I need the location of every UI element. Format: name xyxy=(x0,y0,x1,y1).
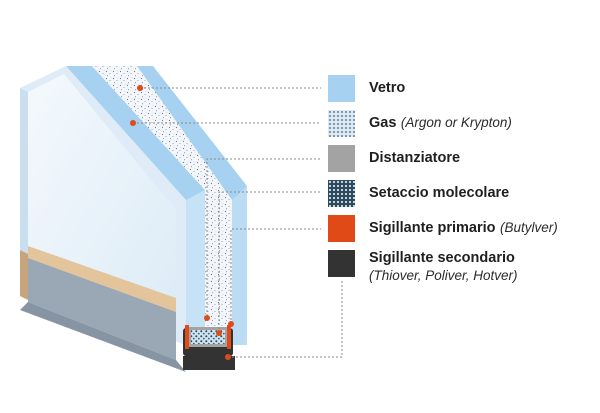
gas-swatch xyxy=(328,110,355,137)
secondario-swatch xyxy=(328,250,355,277)
legend-label-secondario: Sigillante secondario xyxy=(369,250,515,266)
legend-item-vetro: Vetro xyxy=(328,75,405,102)
spacer-assembly xyxy=(183,325,235,370)
setaccio-swatch xyxy=(328,180,355,207)
legend-note-secondario: (Thiover, Poliver, Hotver) xyxy=(369,268,518,283)
legend-item-secondario: Sigillante secondario (Thiover, Poliver,… xyxy=(328,250,518,284)
legend-item-gas: Gas (Argon or Krypton) xyxy=(328,110,512,137)
legend-label-primario: Sigillante primario xyxy=(369,220,496,236)
primario-swatch xyxy=(328,215,355,242)
marker-vetro xyxy=(137,85,143,91)
leader-lines xyxy=(133,87,343,358)
primary-sealant-left xyxy=(185,325,189,349)
gas-cavity xyxy=(92,66,232,328)
legend-label-setaccio: Setaccio molecolare xyxy=(369,185,510,201)
legend-item-distanziatore: Distanziatore xyxy=(328,145,460,172)
legend-label-vetro: Vetro xyxy=(369,80,406,96)
marker-secondario xyxy=(225,354,231,360)
legend-item-setaccio: Setaccio molecolare xyxy=(328,180,509,207)
back-window-frame xyxy=(20,66,186,372)
callout-markers xyxy=(130,85,234,360)
legend-label-gas: Gas xyxy=(369,115,397,131)
marker-distanziatore xyxy=(204,315,210,321)
legend-note-primario: (Butylver) xyxy=(499,220,558,235)
primary-sealant-right xyxy=(227,325,231,349)
legend-label-distanziatore: Distanziatore xyxy=(369,150,461,166)
distanziatore-swatch xyxy=(328,145,355,172)
glass-pane-right xyxy=(137,66,247,345)
marker-primario xyxy=(228,321,234,327)
marker-setaccio xyxy=(216,330,222,336)
legend-item-primario: Sigillante primario (Butylver) xyxy=(328,215,558,242)
legend-note-gas: (Argon or Krypton) xyxy=(400,115,512,130)
marker-gas xyxy=(130,120,136,126)
vetro-swatch xyxy=(328,75,355,102)
